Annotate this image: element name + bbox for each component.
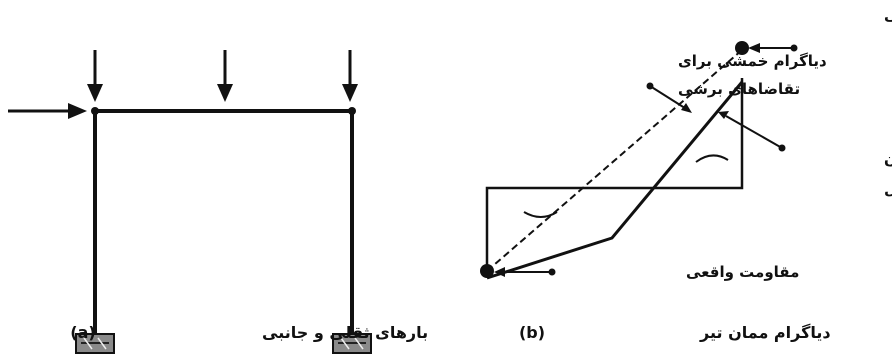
- right-fixed-support-icon: [332, 333, 372, 354]
- analysis-moment-line: [486, 81, 744, 280]
- leader-lines: [494, 43, 798, 277]
- caption-b-text: دیاگرام ممان تیر: [699, 323, 831, 342]
- analysis-label-leader: [718, 111, 786, 152]
- bending-diagram-label-line2: تقاضاهای برشی: [678, 80, 800, 98]
- lateral-load-arrow-icon: [8, 103, 87, 119]
- gravity-arrow-right-icon: [342, 50, 358, 102]
- top-resistance-point: [735, 41, 749, 55]
- left-fixed-support-icon: [75, 333, 115, 354]
- panel-b-moment-diagram: [485, 49, 744, 280]
- positive-curvature-mark: [695, 154, 729, 163]
- moment-left-block: [485, 186, 615, 278]
- caption-a-letter: (a): [70, 323, 95, 342]
- bottom-resistance-label: مقاومت واقعی: [686, 263, 799, 281]
- gravity-arrow-middle-icon: [217, 50, 233, 102]
- bending-label-leader: [646, 82, 692, 113]
- bottom-resistance-leader: [494, 267, 556, 277]
- shear-demand-bending-line: [486, 49, 743, 272]
- bending-diagram-label-line1: دیاگرام خمشی برای: [678, 52, 827, 70]
- caption-a: (a) بارهای ثقلی و جانبی: [70, 323, 428, 342]
- caption-a-text: بارهای ثقلی و جانبی: [262, 323, 428, 342]
- moment-right-block: [615, 78, 744, 190]
- analysis-demand-label-line1: تقاضاهای ممان: [884, 150, 892, 168]
- top-resistance-label: مقاومت واقعی: [884, 6, 892, 24]
- gravity-arrow-left-icon: [87, 50, 103, 102]
- bottom-resistance-point: [480, 264, 494, 278]
- frame-right-joint: [348, 107, 356, 115]
- top-resistance-leader: [748, 43, 798, 53]
- gravity-load-arrows: [87, 50, 358, 102]
- panel-a-frame-diagram: [91, 107, 356, 340]
- caption-b-letter: (b): [519, 323, 545, 342]
- analysis-demand-label-line2: برای تحلیل: [884, 180, 892, 198]
- negative-curvature-mark: [523, 211, 558, 218]
- frame-left-joint: [91, 107, 99, 115]
- caption-b: (b) دیاگرام ممان تیر: [519, 323, 831, 342]
